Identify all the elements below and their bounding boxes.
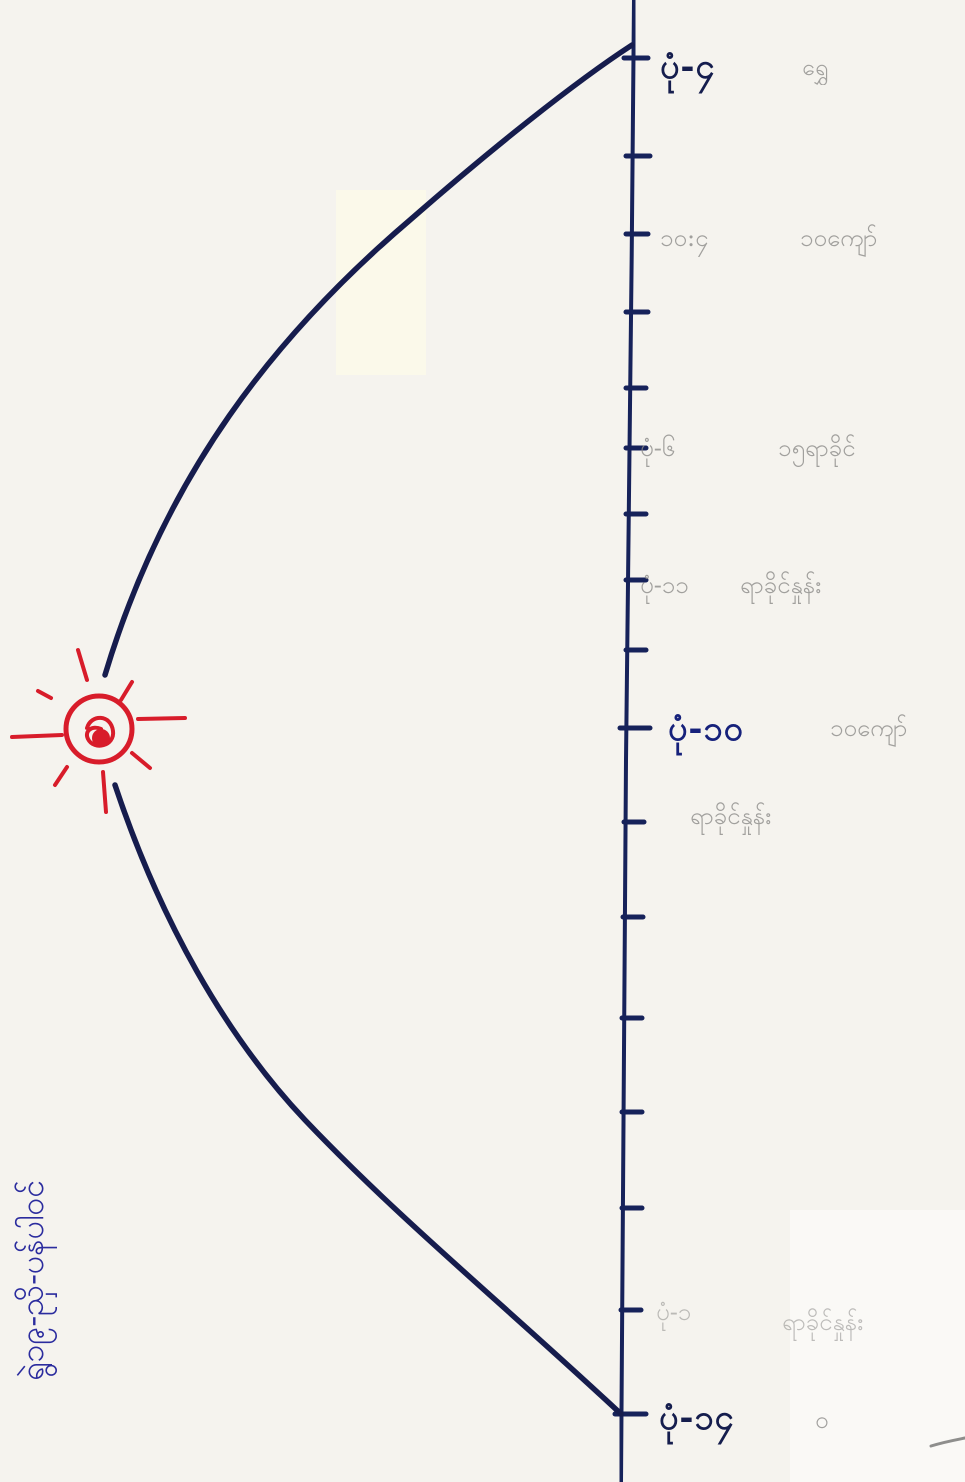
sun-icon (10, 648, 187, 814)
axis-ticks (612, 55, 653, 1417)
label-center-sub-note: ရာခိုင်နှုန်း (690, 802, 772, 830)
label-mid-note: ၁၅ရာခိုင် (778, 434, 856, 462)
label-bottom-note: ၀ (815, 1406, 829, 1434)
edge-pen-mark (929, 1436, 965, 1448)
lower-curve (112, 782, 624, 1417)
label-upper-note: ၁၀ကျော် (800, 224, 878, 252)
label-center-note: ၁၀ကျော် (830, 714, 908, 742)
label-mid-value: ပုံ-၆ (640, 434, 676, 462)
label-mid2-note: ရာခိုင်နှုန်း (740, 571, 822, 599)
label-center-value: ပုံ-၁၀ (668, 709, 744, 749)
vertical-axis-line (619, 0, 636, 1482)
paper-glare (790, 1210, 965, 1482)
label-bottom-value: ပုံ-၁၄ (659, 1398, 735, 1438)
label-upper-value: ၁၀:၄ (660, 224, 709, 252)
vertical-title: ရွဲ၁၉-ညှိ-ပန်ပါဝင် (13, 1179, 51, 1381)
label-top-value: ပုံ-၄ (660, 47, 716, 87)
label-low-value: ပုံ-၁ (656, 1298, 692, 1326)
label-low-note: ရာခိုင်နှုန်း (782, 1308, 864, 1336)
upper-curve (102, 42, 635, 678)
label-top-note: ရွှေ (802, 55, 829, 81)
label-mid2-value: ပုံ-၁၁ (640, 571, 689, 599)
